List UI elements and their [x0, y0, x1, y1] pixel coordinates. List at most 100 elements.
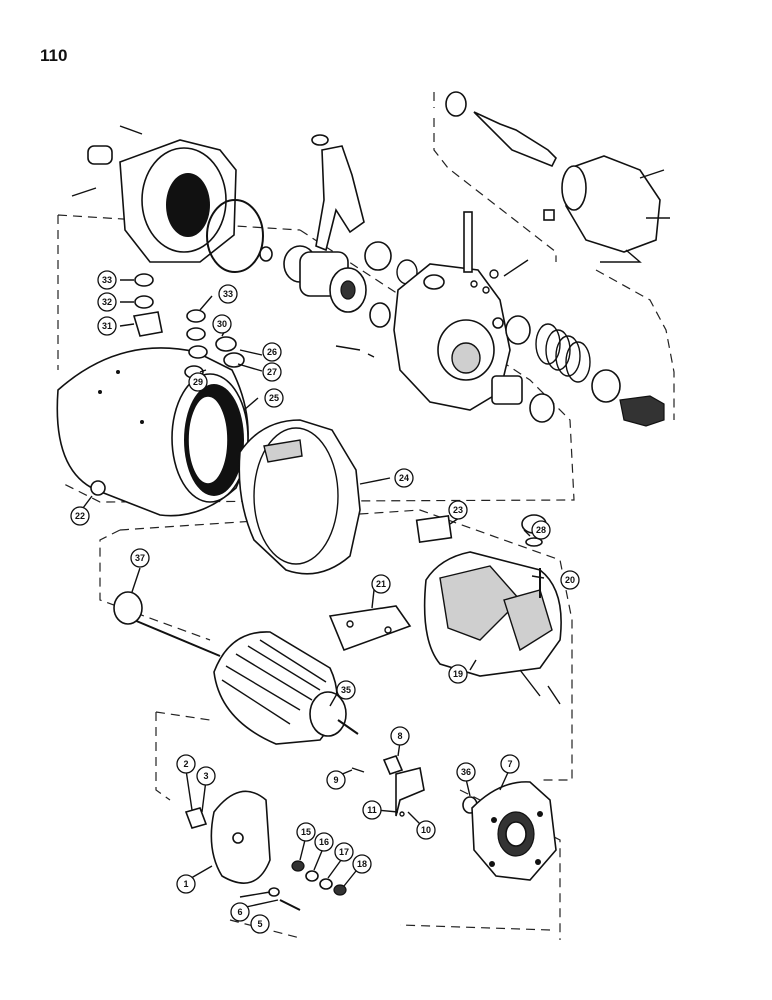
callout-label: 7 — [507, 759, 512, 769]
page-number: 110 — [40, 46, 68, 65]
callout-c18: 18 — [352, 854, 372, 874]
callout-label: 3 — [203, 771, 208, 781]
washer — [505, 315, 531, 345]
drive-pinion — [283, 245, 367, 313]
commutator-end-frame — [471, 781, 557, 881]
callout-circle — [264, 388, 284, 408]
callout-circle — [531, 520, 551, 540]
callout-circle — [394, 468, 414, 488]
callout-label: 33 — [223, 289, 233, 299]
callout-label: 25 — [269, 393, 279, 403]
callout-c36: 36 — [456, 762, 476, 782]
callout-circle — [218, 284, 238, 304]
callout-circle — [262, 342, 282, 362]
callout-c32: 32 — [97, 292, 117, 312]
callout-c20: 20 — [560, 570, 580, 590]
callout-c29: 29 — [188, 372, 208, 392]
callout-label: 8 — [397, 731, 402, 741]
callout-circle — [130, 548, 150, 568]
callout-label: 33 — [102, 275, 112, 285]
field-coil — [423, 551, 562, 705]
group-boundary-solenoid — [433, 92, 675, 420]
callout-c26: 26 — [262, 342, 282, 362]
callout-label: 28 — [536, 525, 546, 535]
callout-label: 2 — [183, 759, 188, 769]
plunger-spring — [535, 323, 591, 383]
bushing — [491, 375, 523, 405]
callout-circle — [176, 874, 196, 894]
callout-c23: 23 — [448, 500, 468, 520]
callout-label: 10 — [421, 825, 431, 835]
callout-label: 32 — [102, 297, 112, 307]
callout-label: 30 — [217, 319, 227, 329]
callout-circle — [250, 914, 270, 934]
callout-c35: 35 — [336, 680, 356, 700]
callout-label: 6 — [237, 907, 242, 917]
callout-circle — [176, 754, 196, 774]
lever-housing — [393, 211, 529, 411]
callout-circle — [352, 854, 372, 874]
solenoid — [445, 91, 670, 263]
callout-c22: 22 — [70, 506, 90, 526]
callout-circle — [230, 902, 250, 922]
callout-c16: 16 — [314, 832, 334, 852]
callout-label: 21 — [376, 579, 386, 589]
callout-label: 18 — [357, 859, 367, 869]
armature — [133, 619, 359, 745]
callout-circle — [336, 680, 356, 700]
callout-circle — [188, 372, 208, 392]
callout-circle — [326, 770, 346, 790]
callout-circle — [262, 362, 282, 382]
pole-shoe — [328, 605, 412, 652]
thrust-washer — [113, 591, 143, 625]
callout-label: 31 — [102, 321, 112, 331]
callout-circle — [212, 314, 232, 334]
group-boundary-end-frame — [155, 711, 561, 940]
callout-circle — [97, 292, 117, 312]
callout-c24: 24 — [394, 468, 414, 488]
through-bolt — [279, 899, 301, 911]
callout-c28: 28 — [531, 520, 551, 540]
callout-c2: 2 — [176, 754, 196, 774]
callout-label: 5 — [257, 919, 262, 929]
callout-label: 15 — [301, 827, 311, 837]
callout-label: 9 — [333, 775, 338, 785]
callout-c7: 7 — [500, 754, 520, 774]
drive-housing — [71, 125, 237, 263]
group-boundary-armature — [99, 509, 573, 781]
callout-circle — [560, 570, 580, 590]
callout-c8: 8 — [390, 726, 410, 746]
callout-c30: 30 — [212, 314, 232, 334]
callout-circle — [390, 726, 410, 746]
callout-c25: 25 — [264, 388, 284, 408]
field-frame — [56, 347, 249, 517]
callout-label: 23 — [453, 505, 463, 515]
plunger — [619, 395, 665, 427]
callout-circle — [314, 832, 334, 852]
callout-label: 20 — [565, 575, 575, 585]
callout-c33a: 33 — [97, 270, 117, 290]
brush-holder — [395, 767, 425, 817]
callout-layer: 1235678910111516171819202122232425262728… — [70, 270, 580, 934]
callout-label: 17 — [339, 847, 349, 857]
brush-end-plate — [184, 790, 271, 884]
callout-label: 36 — [461, 767, 471, 777]
callout-circle — [362, 800, 382, 820]
callout-circle — [371, 574, 391, 594]
callout-c21: 21 — [371, 574, 391, 594]
callout-circle — [448, 664, 468, 684]
callout-circle — [456, 762, 476, 782]
callout-label: 29 — [193, 377, 203, 387]
callout-circle — [500, 754, 520, 774]
callout-circle — [296, 822, 316, 842]
callout-circle — [97, 270, 117, 290]
callout-label: 19 — [453, 669, 463, 679]
callout-c33b: 33 — [218, 284, 238, 304]
callout-circle — [334, 842, 354, 862]
brush — [382, 755, 404, 775]
callout-c15: 15 — [296, 822, 316, 842]
leader-lines — [79, 279, 545, 908]
o-ring — [206, 199, 264, 273]
